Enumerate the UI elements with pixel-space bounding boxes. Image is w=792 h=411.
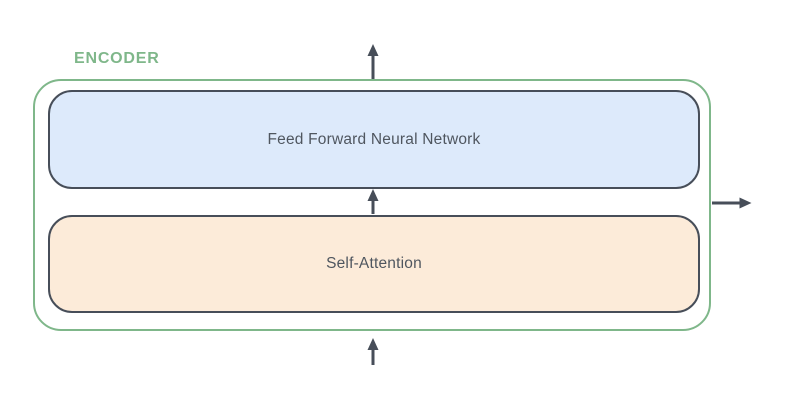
self-attention-label: Self-Attention (326, 255, 422, 272)
arrow-up-output-icon (367, 44, 379, 79)
arrow-up-input-icon (367, 338, 379, 365)
arrow-right-output-icon (712, 197, 752, 209)
feed-forward-label: Feed Forward Neural Network (267, 130, 481, 148)
feed-forward-block: Feed Forward Neural Network (48, 90, 700, 189)
encoder-title: ENCODER (74, 50, 160, 67)
encoder-container (33, 79, 711, 331)
self-attention-block: Self-Attention (48, 215, 700, 313)
